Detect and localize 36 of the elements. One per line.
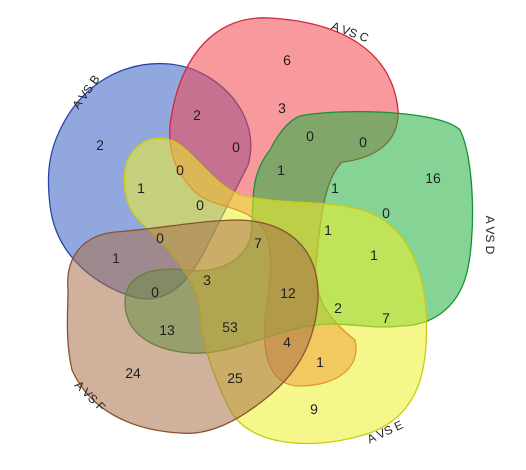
- region-count: 3: [278, 100, 286, 116]
- region-count: 7: [254, 235, 262, 251]
- region-count: 1: [112, 250, 120, 266]
- region-count: 53: [222, 319, 238, 335]
- region-count: 3: [203, 272, 211, 288]
- set-label: A VS F: [72, 378, 108, 414]
- region-count: 6: [283, 52, 291, 68]
- region-count: 1: [137, 180, 145, 196]
- region-count: 25: [227, 370, 243, 386]
- set-label: A VS D: [483, 216, 497, 254]
- set-label: A VS C: [329, 18, 371, 46]
- region-count: 0: [196, 197, 204, 213]
- set-label: A VS B: [69, 72, 103, 112]
- region-count: 12: [280, 285, 296, 301]
- region-count: 1: [277, 162, 285, 178]
- region-count: 0: [176, 162, 184, 178]
- region-count: 0: [232, 139, 240, 155]
- region-count: 13: [159, 322, 175, 338]
- region-count: 1: [331, 180, 339, 196]
- region-count: 0: [382, 205, 390, 221]
- region-count: 4: [283, 334, 291, 350]
- region-count: 9: [310, 401, 318, 417]
- region-count: 1: [316, 354, 324, 370]
- region-count: 1: [370, 247, 378, 263]
- set-label: A VS E: [364, 418, 406, 446]
- region-count: 1: [324, 222, 332, 238]
- region-count: 16: [425, 170, 441, 186]
- region-count: 24: [125, 365, 141, 381]
- region-count: 2: [96, 137, 104, 153]
- region-count: 0: [359, 134, 367, 150]
- region-count: 0: [156, 230, 164, 246]
- region-count: 7: [382, 310, 390, 326]
- region-count: 0: [151, 284, 159, 300]
- region-count: 0: [306, 128, 314, 144]
- region-count: 2: [334, 300, 342, 316]
- region-count: 2: [193, 107, 201, 123]
